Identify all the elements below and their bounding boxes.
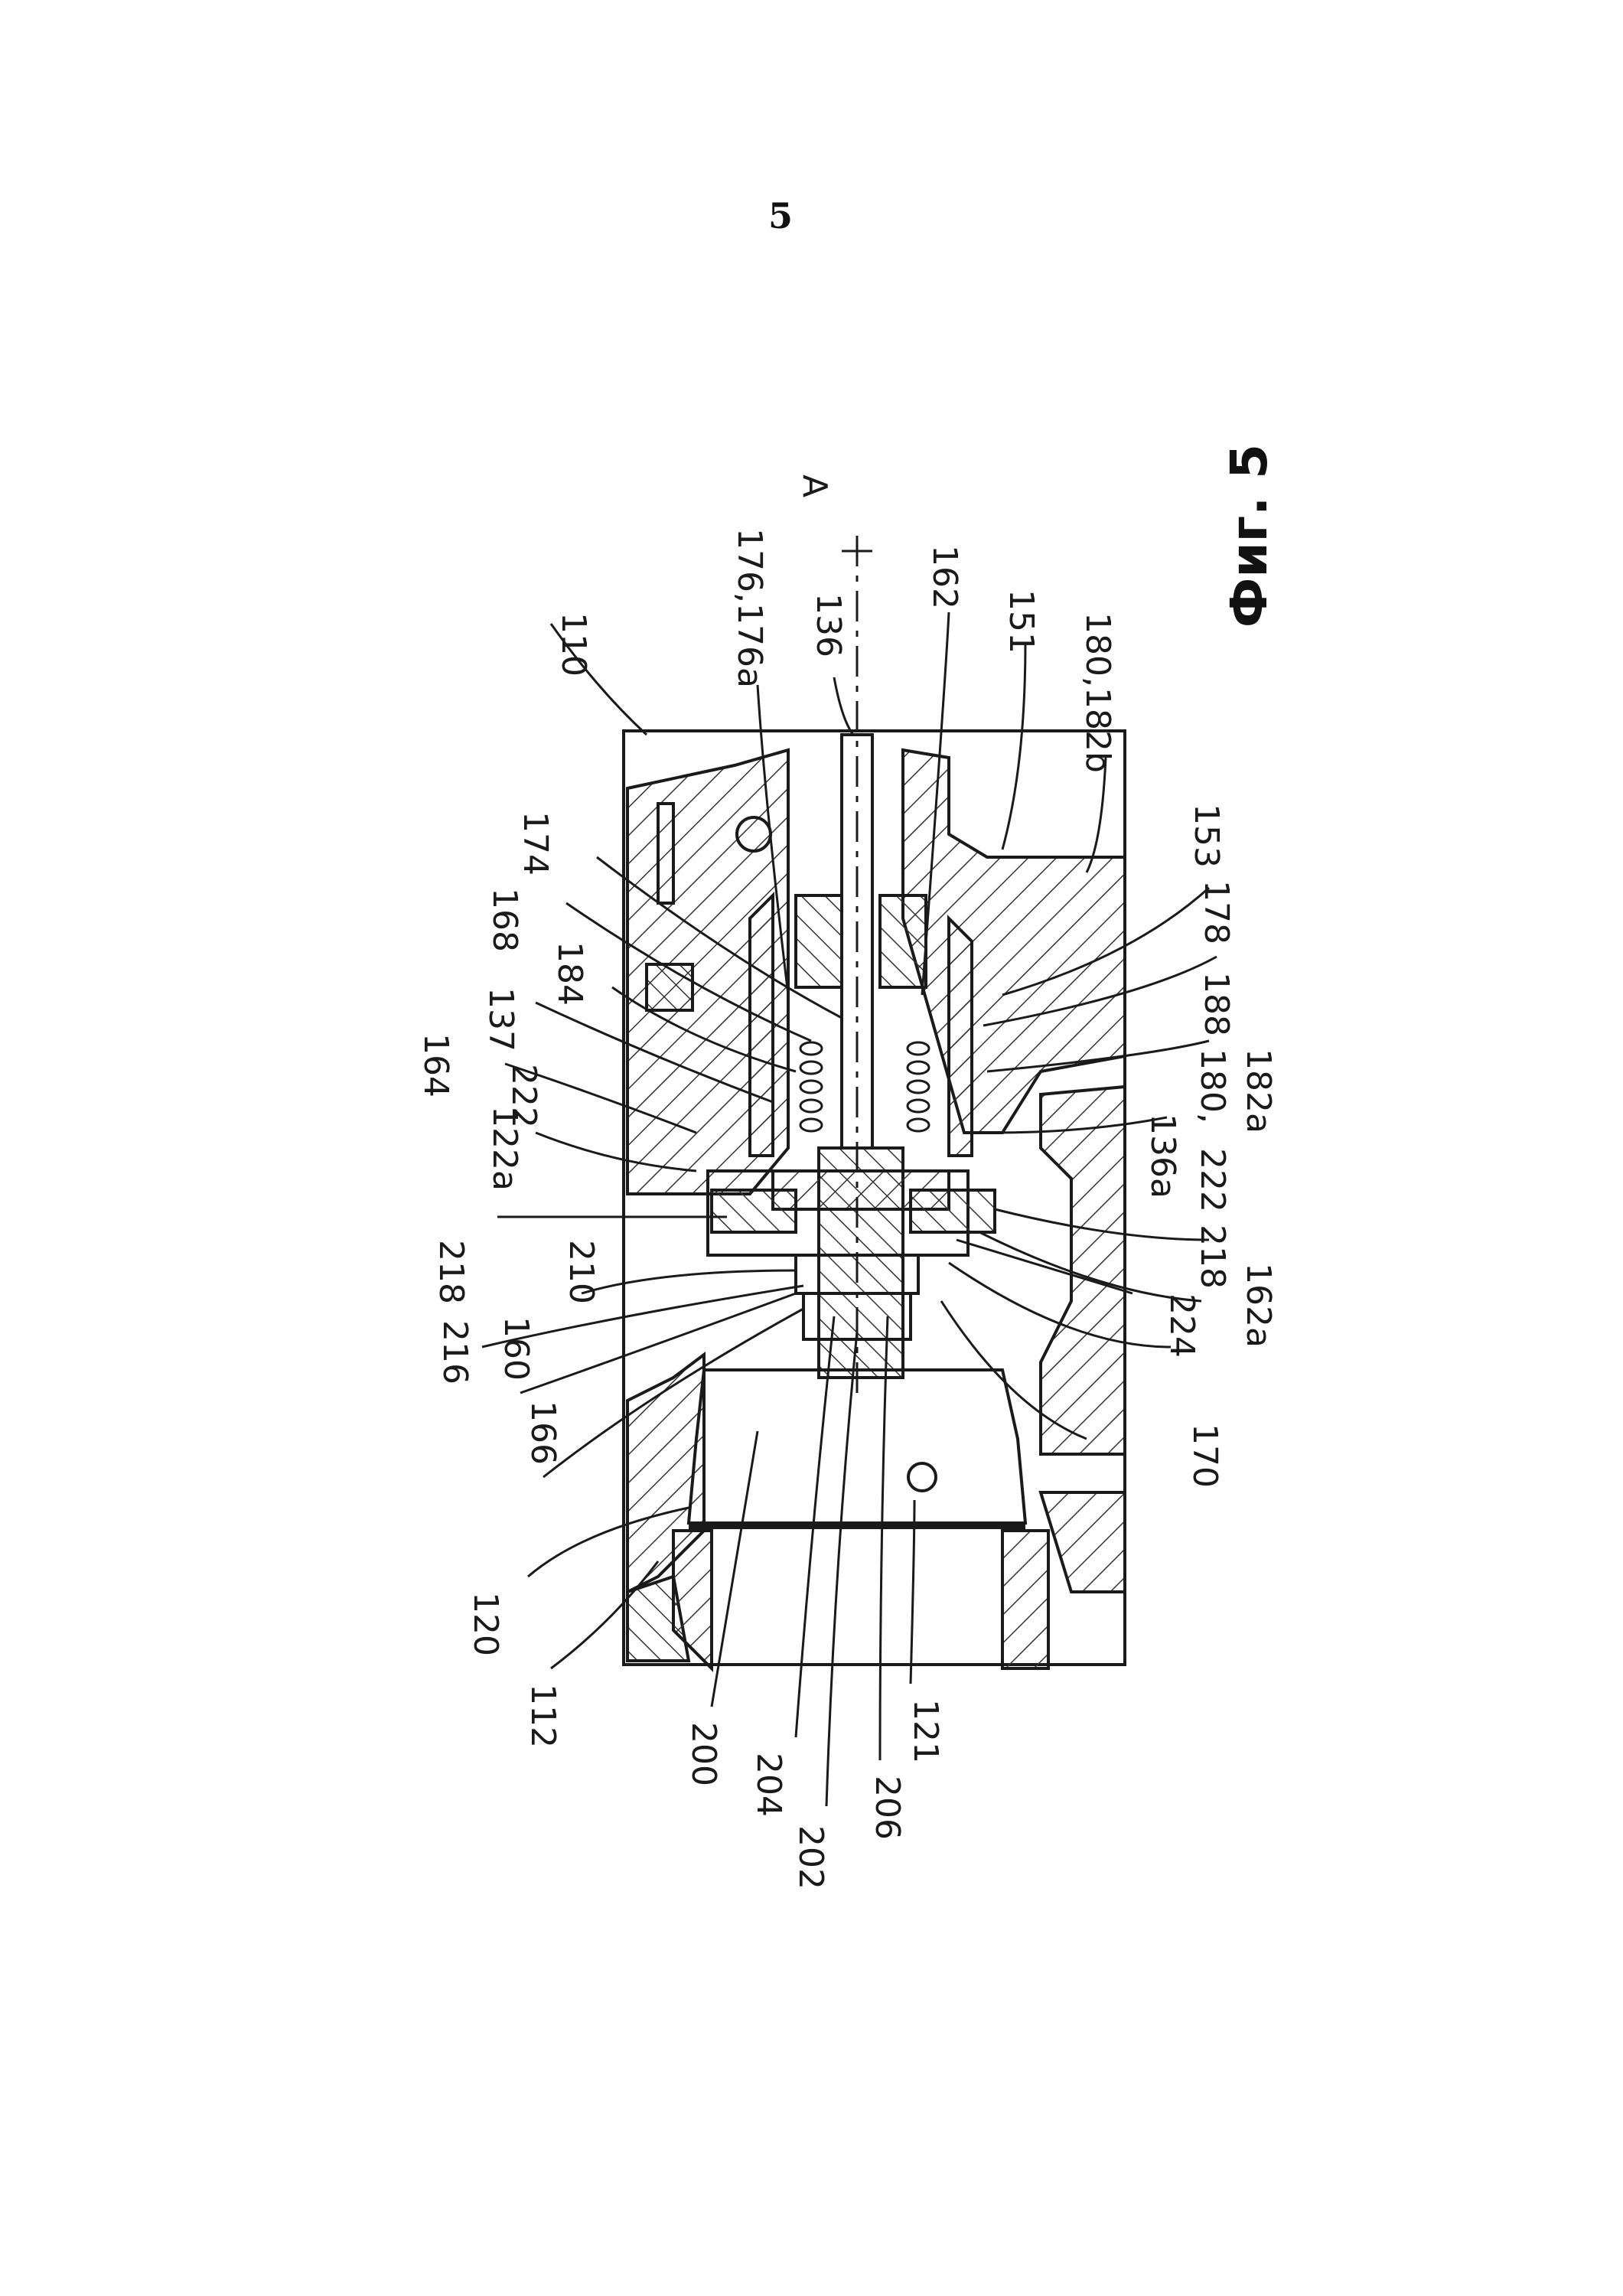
ref-label: 182a <box>1239 1049 1278 1133</box>
spring-left <box>799 1041 823 1133</box>
ref-label: 222 <box>504 1064 543 1128</box>
ref-label: 168 <box>485 888 524 952</box>
inner-sleeves <box>748 892 973 1157</box>
axis-a <box>842 536 872 1393</box>
ref-label: 178 <box>1197 880 1236 944</box>
ref-label: 202 <box>791 1825 830 1890</box>
ref-label: 162a <box>1239 1263 1278 1348</box>
figure-caption: Фиг. 5 <box>1220 444 1279 628</box>
ref-label: 224 <box>1162 1293 1201 1358</box>
ref-label: 120 <box>466 1592 505 1656</box>
ref-label: 170 <box>1185 1424 1224 1488</box>
ref-label: 136a <box>1143 1114 1182 1199</box>
ref-label: 151 <box>1002 589 1041 654</box>
axis-label-a: A <box>795 475 834 497</box>
lower-bell-chamber <box>672 1368 1050 1672</box>
ref-label: 153 <box>1187 804 1226 868</box>
ref-label: 218 <box>1193 1225 1232 1289</box>
ref-label: 180,182b <box>1078 612 1117 773</box>
ref-label: 222 <box>1193 1148 1232 1212</box>
ref-label: 184 <box>550 941 589 1006</box>
ref-label: 206 <box>868 1776 907 1840</box>
ref-label: 174 <box>516 811 555 876</box>
ref-label: 112 <box>523 1684 562 1748</box>
ref-label: 200 <box>684 1722 723 1786</box>
reference-labels: 110 176,176a 136 162 151 180,182b 153 17… <box>416 475 1278 1890</box>
ref-label: 210 <box>562 1240 601 1304</box>
ref-label: 122a <box>485 1106 524 1191</box>
ref-label: 136 <box>809 593 848 657</box>
ref-label: 180, <box>1193 1049 1232 1124</box>
ref-label: 110 <box>554 612 593 677</box>
ref-label: 121 <box>906 1699 945 1763</box>
ref-label: 162 <box>925 545 964 609</box>
spring-right <box>906 1041 930 1133</box>
upper-features <box>645 802 772 1012</box>
ref-label: 164 <box>416 1033 455 1097</box>
ref-label: 176,176a <box>730 528 769 688</box>
leader-lines <box>481 612 1217 1807</box>
ref-label: 137 <box>481 987 520 1052</box>
ref-label: 166 <box>523 1401 562 1465</box>
ref-label: 218 <box>432 1240 471 1304</box>
ref-label: 204 <box>749 1753 788 1817</box>
page-number: 5 <box>768 195 793 236</box>
ref-label: 216 <box>435 1320 474 1384</box>
ref-label: 160 <box>497 1316 536 1381</box>
plunger-assembly <box>706 1169 996 1341</box>
ref-label: 188 <box>1197 972 1236 1036</box>
